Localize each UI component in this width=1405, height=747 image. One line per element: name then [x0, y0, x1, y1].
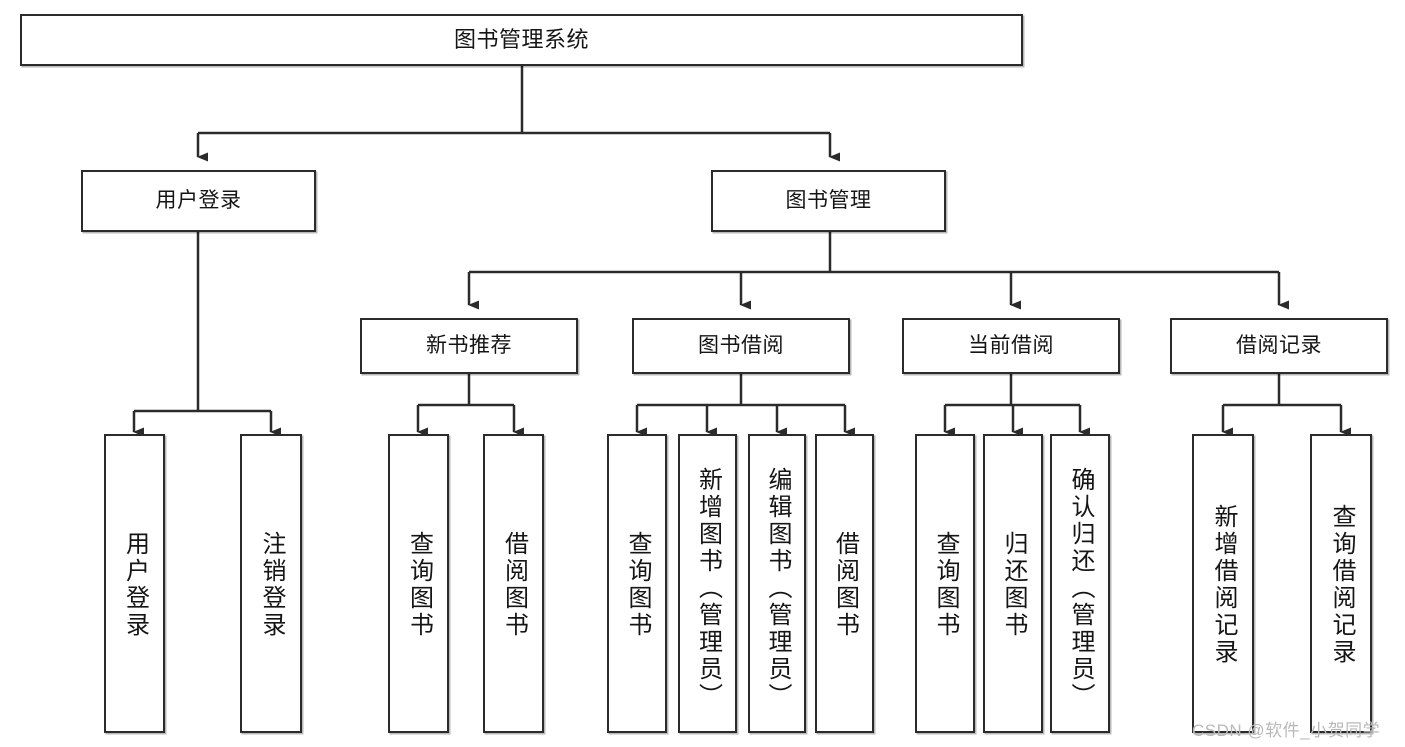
node-user-login-label: 用户登录 [155, 188, 242, 212]
node-new-book-recommend[interactable]: 新书推荐 [360, 318, 578, 374]
leaf-borrow-borrow-book-label: 借阅图书 [831, 530, 859, 639]
leaf-current-return-book[interactable]: 归还图书 [983, 434, 1043, 733]
leaf-borrow-query-book[interactable]: 查询图书 [607, 434, 667, 733]
node-user-login[interactable]: 用户登录 [81, 170, 316, 232]
leaf-user-login-signin[interactable]: 用户登录 [104, 434, 165, 733]
node-book-management-label: 图书管理 [785, 188, 872, 212]
leaf-user-login-signout-label: 注销登录 [258, 530, 285, 639]
leaf-record-query-record[interactable]: 查询借阅记录 [1310, 434, 1372, 733]
leaf-recommend-query-book[interactable]: 查询图书 [388, 434, 449, 733]
leaf-borrow-edit-book[interactable]: 编辑图书（管理员） [748, 434, 806, 733]
leaf-borrow-add-book[interactable]: 新增图书（管理员） [678, 434, 737, 733]
leaf-current-query-book-label: 查询图书 [932, 530, 959, 639]
leaf-user-login-signout[interactable]: 注销登录 [240, 434, 302, 733]
leaf-current-return-book-label: 归还图书 [1000, 530, 1027, 639]
leaf-recommend-borrow-book-label: 借阅图书 [500, 530, 528, 639]
leaf-borrow-query-book-label: 查询图书 [624, 530, 651, 639]
leaf-recommend-borrow-book[interactable]: 借阅图书 [483, 434, 544, 733]
node-book-borrow[interactable]: 图书借阅 [632, 318, 850, 374]
node-borrow-record-label: 借阅记录 [1236, 333, 1322, 357]
leaf-record-query-record-label: 查询借阅记录 [1328, 503, 1355, 666]
leaf-current-confirm-return[interactable]: 确认归还（管理员） [1050, 434, 1110, 733]
node-book-management[interactable]: 图书管理 [711, 170, 946, 232]
csdn-watermark: CSDN @软件_小贺同学 [1192, 721, 1381, 740]
node-current-borrow-label: 当前借阅 [968, 333, 1054, 357]
leaf-borrow-borrow-book[interactable]: 借阅图书 [815, 434, 874, 733]
node-book-borrow-label: 图书借阅 [698, 333, 784, 357]
leaf-current-query-book[interactable]: 查询图书 [915, 434, 975, 733]
leaf-borrow-edit-book-label: 编辑图书（管理员） [764, 467, 791, 710]
node-root[interactable]: 图书管理系统 [20, 14, 1023, 66]
leaf-user-login-signin-label: 用户登录 [121, 530, 149, 639]
leaf-borrow-add-book-label: 新增图书（管理员） [694, 467, 722, 710]
node-borrow-record[interactable]: 借阅记录 [1170, 318, 1388, 374]
leaf-record-add-record[interactable]: 新增借阅记录 [1192, 434, 1254, 733]
leaf-current-confirm-return-label: 确认归还（管理员） [1067, 467, 1094, 710]
leaf-recommend-query-book-label: 查询图书 [405, 530, 433, 639]
node-new-book-recommend-label: 新书推荐 [426, 333, 512, 357]
leaf-record-add-record-label: 新增借阅记录 [1210, 503, 1237, 666]
node-current-borrow[interactable]: 当前借阅 [902, 318, 1120, 374]
node-root-label: 图书管理系统 [453, 27, 589, 53]
